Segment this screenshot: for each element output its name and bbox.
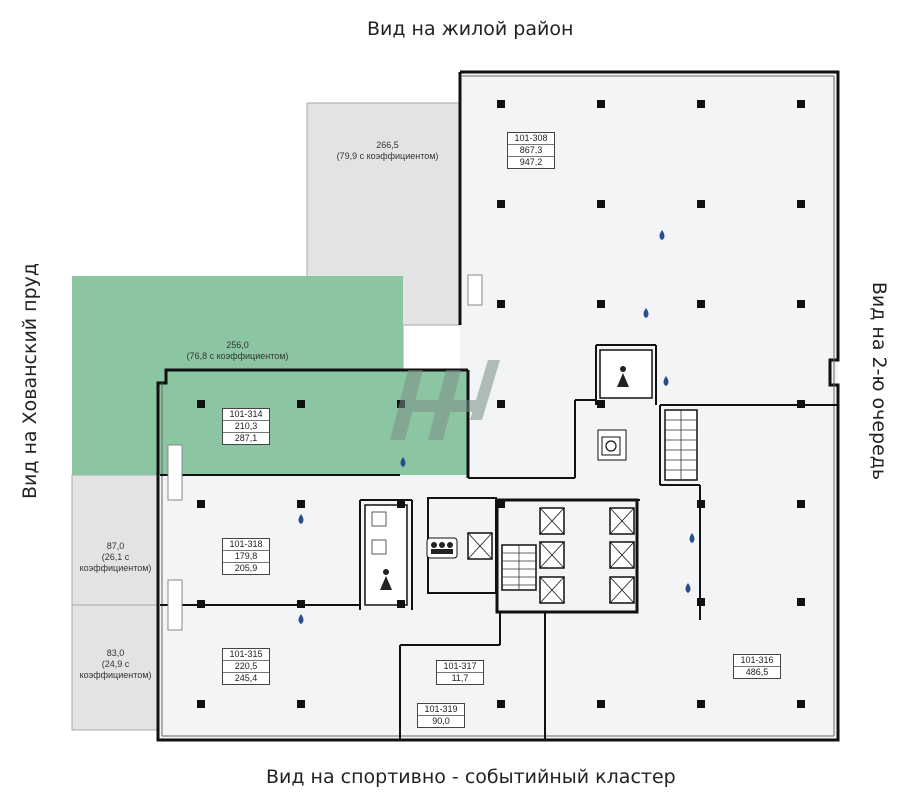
unit-101-315[interactable]: 101-315 220,5 245,4 [222,648,270,685]
outer-walls [156,70,840,742]
unit-101-316[interactable]: 101-316 486,5 [733,654,781,679]
terrace-label-left-1: 87,0 (26,1 с коэффициентом) [79,541,152,573]
unit-area-total: 287,1 [234,433,258,443]
columns [197,100,805,708]
terrace-label-highlight: 256,0 (76,8 с коэффициентом) [186,340,289,361]
unit-area: 867,3 [508,145,554,157]
terrace-label-top: 266,5 (79,9 с коэффициентом) [336,140,439,161]
unit-101-319[interactable]: 101-319 90,0 [417,703,465,728]
unit-area: 11,7 [451,673,469,683]
logo-watermark [390,360,500,440]
unit-101-317[interactable]: 101-317 11,7 [436,660,484,685]
unit-area: 210,3 [223,421,269,433]
terrace-left-2[interactable] [71,604,160,731]
unit-id: 101-315 [223,649,269,661]
unit-area-total: 245,4 [234,673,258,683]
unit-area: 486,5 [745,667,769,677]
unit-id: 101-317 [437,661,483,673]
unit-area: 179,8 [223,551,269,563]
stairs [501,409,698,591]
unit-area: 90,0 [432,716,450,726]
water-drop-icon [298,230,695,624]
terrace-left-1[interactable] [71,474,160,606]
terrace-label-left-2: 83,0 (24,9 с коэффициентом) [79,648,152,680]
view-bottom-label: Вид на спортивно - событийный кластер [266,766,676,788]
view-right-label: Вид на 2-ю очередь [868,281,891,481]
unit-area-total: 947,2 [519,157,543,167]
unit-101-308[interactable]: 101-308 867,3 947,2 [507,132,555,169]
unit-id: 101-318 [223,539,269,551]
unit-id: 101-319 [418,704,464,716]
unit-id: 101-316 [734,655,780,667]
unit-101-318[interactable]: 101-318 179,8 205,9 [222,538,270,575]
person-icon [380,366,629,590]
accessible-icon [601,436,621,456]
unit-area-total: 205,9 [234,563,258,573]
view-top-label: Вид на жилой район [367,18,574,40]
unit-id: 101-308 [508,133,554,145]
view-left-label: Вид на Хованский пруд [19,262,42,500]
unit-area: 220,5 [223,661,269,673]
group-people-icon [426,537,458,559]
unit-id: 101-314 [223,409,269,421]
unit-101-314[interactable]: 101-314 210,3 287,1 [222,408,270,445]
